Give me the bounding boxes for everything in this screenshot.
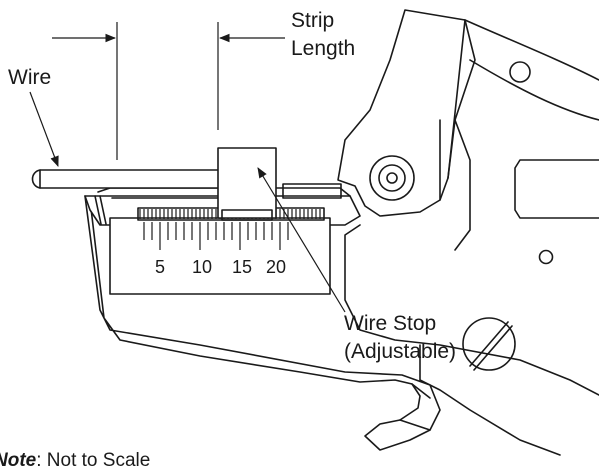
scale-mark-10: 10 — [192, 257, 212, 277]
pivot-roller — [369, 155, 415, 201]
strip-length-dimension — [52, 22, 285, 160]
upper-screw-hole — [509, 61, 531, 83]
lower-jaw — [84, 195, 441, 451]
scale-mark-15: 15 — [232, 257, 252, 277]
lower-screw-hole — [538, 249, 554, 265]
wire-stop-label-line2: (Adjustable) — [344, 340, 456, 363]
wire — [31, 169, 223, 189]
wire-stop-block — [217, 147, 277, 221]
note-label: Note — [0, 450, 37, 471]
wire-leader-line — [29, 91, 59, 168]
strip-length-label-line2: Length — [291, 37, 355, 60]
scale-mark-20: 20 — [266, 257, 286, 277]
adjust-screw — [462, 317, 516, 371]
tool-body — [344, 19, 599, 456]
scale-mark-5: 5 — [155, 257, 165, 277]
wire-stop-label-line1: Wire Stop — [344, 312, 436, 335]
wire-label: Wire — [8, 66, 51, 89]
note-text: Note: Not to Scale — [0, 450, 150, 472]
wire-stop-leader-line — [257, 167, 346, 313]
note-separator: : — [36, 450, 42, 471]
strip-length-label-line1: Strip — [291, 9, 334, 32]
scale: 5 10 15 20 — [109, 207, 331, 295]
upper-jaw — [337, 9, 476, 217]
scale-ticks — [143, 222, 289, 250]
note-body: Not to Scale — [41, 450, 151, 471]
